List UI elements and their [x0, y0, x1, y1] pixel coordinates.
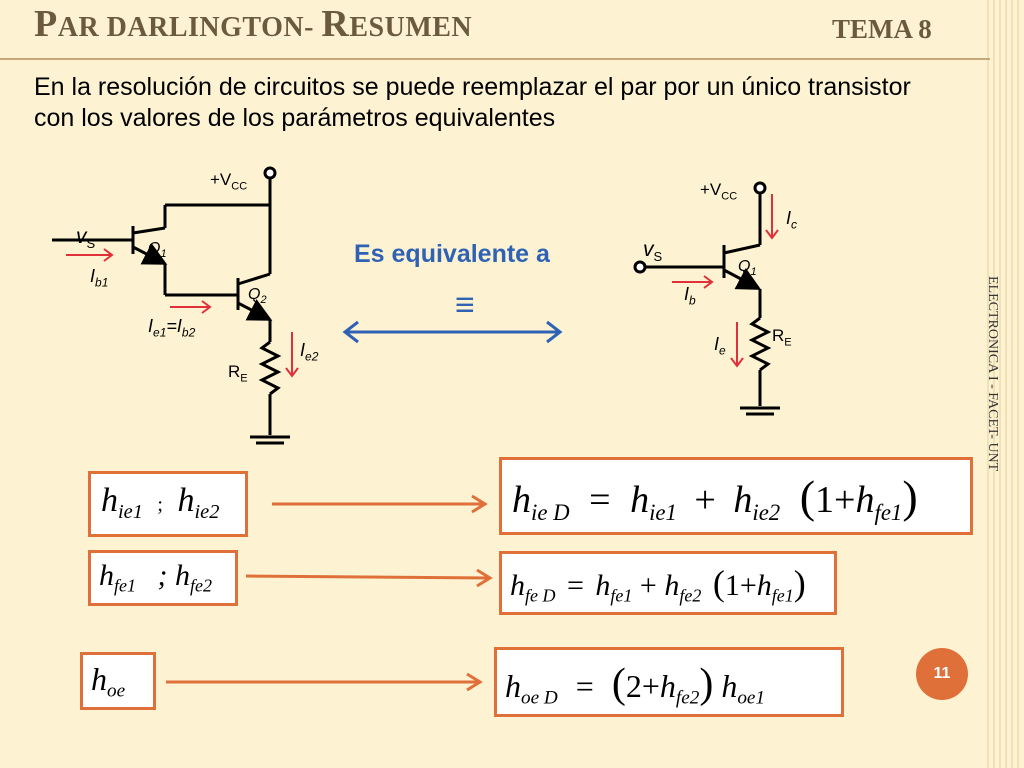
darlington-circuit	[52, 166, 290, 445]
re-label-right: RE	[772, 326, 792, 349]
hfe-params-box: hfe1 ; hfe2	[88, 550, 238, 606]
hoe-params-box: hoe	[80, 652, 156, 710]
current-arrows-right	[672, 194, 779, 368]
sidebar-stripes	[982, 0, 1024, 768]
ic-label: Ic	[786, 208, 798, 232]
vs-label-right: vS	[643, 238, 663, 265]
ie-label: Ie	[714, 334, 726, 358]
vcc-label-left: +VCC	[210, 170, 248, 193]
current-arrows-left	[66, 248, 299, 378]
slide-title: PAR DARLINGTON- RESUMEN	[34, 3, 473, 45]
hfe-equivalent-box: hfe D = hfe1 + hfe2 (1+hfe1)	[499, 551, 837, 615]
hie-equivalent-box: hie D = hie1 + hie2 (1+hfe1)	[499, 457, 973, 535]
page-number-badge: 11	[916, 648, 968, 700]
hoe-equivalent-box: hoe D = (2+hfe2) hoe1	[494, 647, 844, 717]
equivalence-symbol: ≡	[455, 286, 475, 324]
mapping-arrows	[166, 494, 493, 692]
re-label-left: RE	[228, 362, 248, 385]
intro-paragraph: En la resolución de circuitos se puede r…	[34, 73, 911, 132]
ie2-label: Ie2	[300, 340, 319, 364]
q2-label: Q2	[248, 286, 267, 307]
ib-label: Ib	[684, 284, 696, 308]
vs-label-left: vS	[76, 225, 96, 252]
header-divider	[0, 58, 990, 60]
slide-topic: TEMA 8	[832, 14, 932, 44]
equivalence-arrow	[342, 320, 563, 344]
vertical-caption: ELECTRONICA I - FACET- UNT	[985, 276, 1000, 472]
equivalent-text: Es equivalente a	[354, 240, 550, 268]
q1-label-right: Q1	[738, 258, 757, 279]
vcc-label-right: +VCC	[700, 180, 738, 203]
ib1-label: Ib1	[90, 266, 109, 290]
hie-params-box: hie1 ; hie2	[88, 471, 248, 537]
circuit-diagrams	[52, 166, 780, 445]
q1-label-left: Q1	[148, 240, 167, 261]
equivalent-circuit	[633, 181, 780, 416]
ie1-ib2-label: Ie1=Ib2	[148, 316, 196, 340]
